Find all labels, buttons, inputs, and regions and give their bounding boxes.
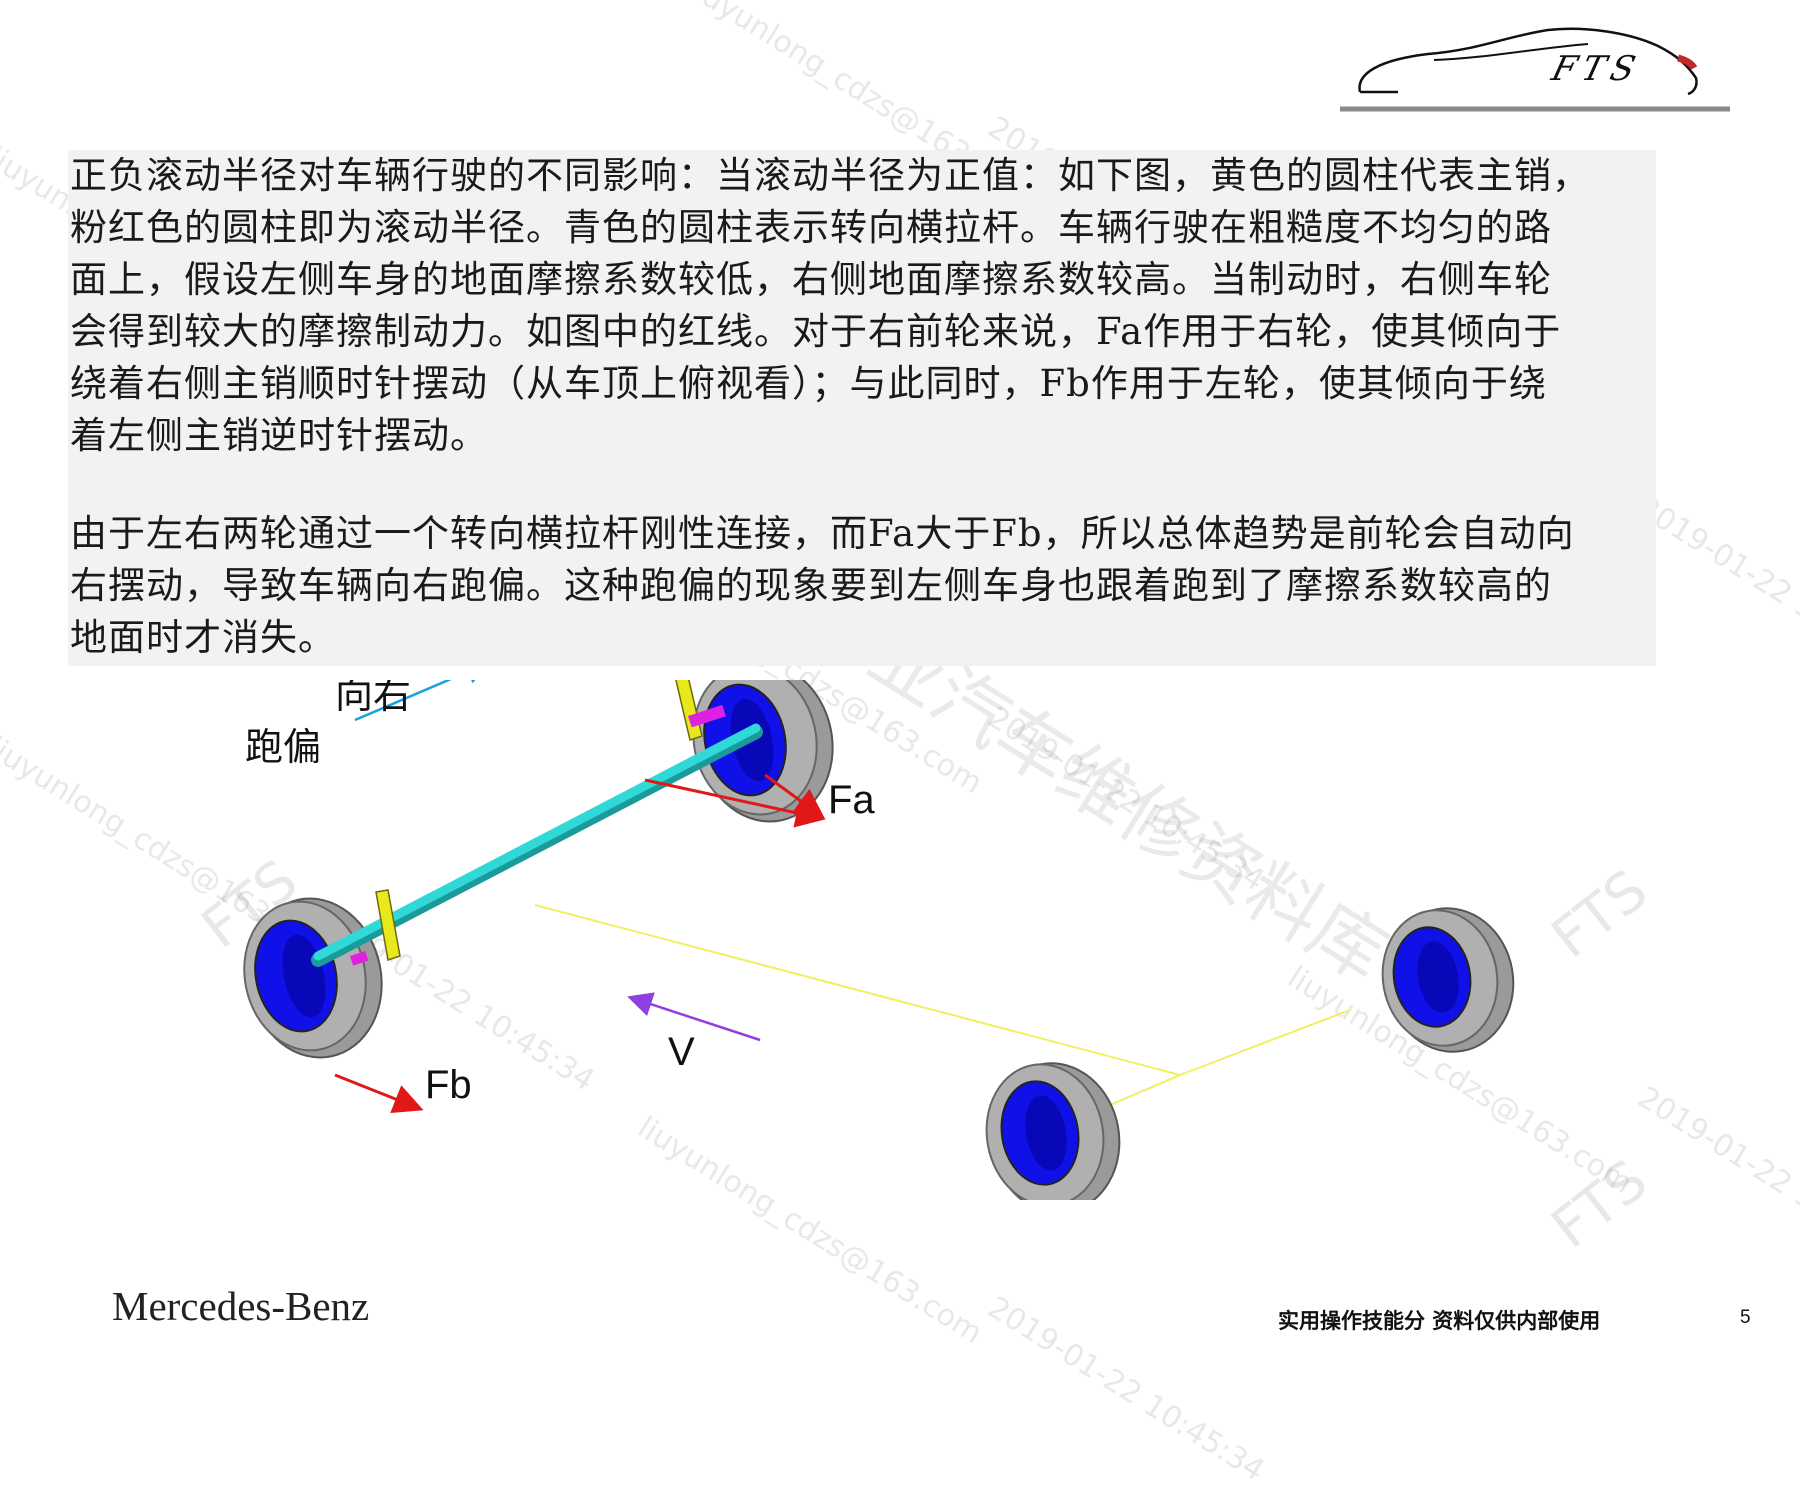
axle-diagram: 向右 跑偏 Fa Fb V bbox=[200, 680, 1540, 1200]
watermark-fts-logo: FTS bbox=[1540, 1147, 1660, 1262]
text-panel: 正负滚动半径对车辆行驶的不同影响：当滚动半径为正值：如下图，黄色的圆柱代表主销，… bbox=[68, 150, 1656, 666]
label-right: 向右 bbox=[335, 680, 411, 717]
label-v: V bbox=[668, 1030, 695, 1074]
watermark-datetime: 2019-01-22 10:45:34 bbox=[1631, 1080, 1800, 1279]
brand-mercedes-benz: Mercedes-Benz bbox=[112, 1283, 370, 1329]
frame-line bbox=[534, 904, 1181, 1076]
page-number: 5 bbox=[1740, 1307, 1751, 1328]
frame-line bbox=[1179, 1009, 1351, 1076]
label-drift: 跑偏 bbox=[245, 725, 321, 769]
drift-arrow bbox=[354, 680, 491, 722]
front-left-wheel bbox=[243, 897, 383, 1059]
fts-logo-text: FTS bbox=[1547, 49, 1645, 88]
watermark-fts-logo: FTS bbox=[1540, 857, 1660, 972]
label-fa: Fa bbox=[828, 778, 875, 822]
velocity-arrow bbox=[627, 992, 761, 1042]
paragraph-drift-conclusion: 由于左右两轮通过一个转向横拉杆刚性连接，而Fa大于Fb，所以总体趋势是前轮会自动… bbox=[70, 512, 1575, 659]
fts-logo: FTS bbox=[1338, 16, 1730, 116]
rear-right-wheel bbox=[1381, 907, 1515, 1053]
rear-left-wheel bbox=[985, 1062, 1121, 1200]
scrub-radius-left bbox=[350, 951, 369, 966]
watermark-datetime: 2019-01-22 10:45:34 bbox=[981, 1290, 1271, 1489]
force-fb-arrow bbox=[334, 1073, 424, 1114]
kingpin-left bbox=[375, 889, 401, 961]
footer-note: 实用操作技能分 资料仅供内部使用 bbox=[1278, 1309, 1601, 1333]
label-fb: Fb bbox=[425, 1063, 472, 1107]
scrub-radius-right bbox=[688, 704, 726, 728]
force-fa-arrow bbox=[644, 778, 826, 828]
paragraph-scrub-radius-effect: 正负滚动半径对车辆行驶的不同影响：当滚动半径为正值：如下图，黄色的圆柱代表主销，… bbox=[70, 154, 1590, 457]
